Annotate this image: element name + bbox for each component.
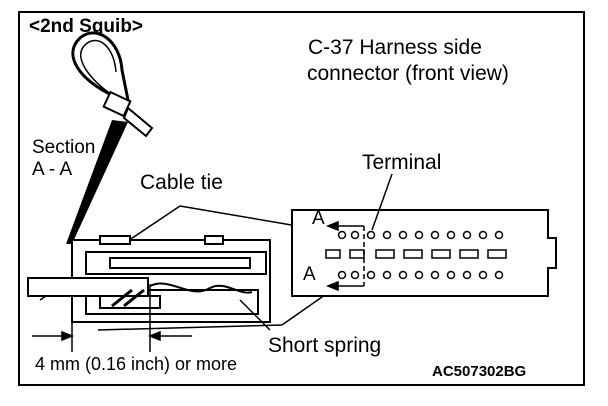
terminal-holes-bottom [337,270,504,280]
connector-label-line1: C-37 Harness side [308,36,482,59]
squib-title: <2nd Squib> [29,16,144,37]
short-spring-label: Short spring [268,334,382,357]
terminal-pointer [371,173,393,231]
figure-frame [18,11,585,386]
section-line-a-a [325,220,365,292]
section-leader-wedge [66,120,128,244]
short-spring-pointer [239,299,271,331]
figure-code: AC507302BG [432,363,527,380]
terminal-holes-top [337,230,504,240]
terminal-slots-middle [325,249,507,259]
connector-label-line2: connector (front view) [307,62,509,85]
cable [27,277,149,297]
short-spring-shape [149,282,253,294]
section-label-line2: A - A [32,159,73,180]
cable-tie-label: Cable tie [140,171,223,194]
section-marker-a-bottom: A [303,264,316,285]
section-label-line1: Section [32,137,96,158]
terminal-label: Terminal [362,151,442,174]
section-hatching [111,288,145,308]
cable-tie-illustration [71,31,154,138]
section-marker-a-top: A [312,208,325,229]
dimension-4mm [32,284,192,352]
measurement-label: 4 mm (0.16 inch) or more [35,354,238,374]
